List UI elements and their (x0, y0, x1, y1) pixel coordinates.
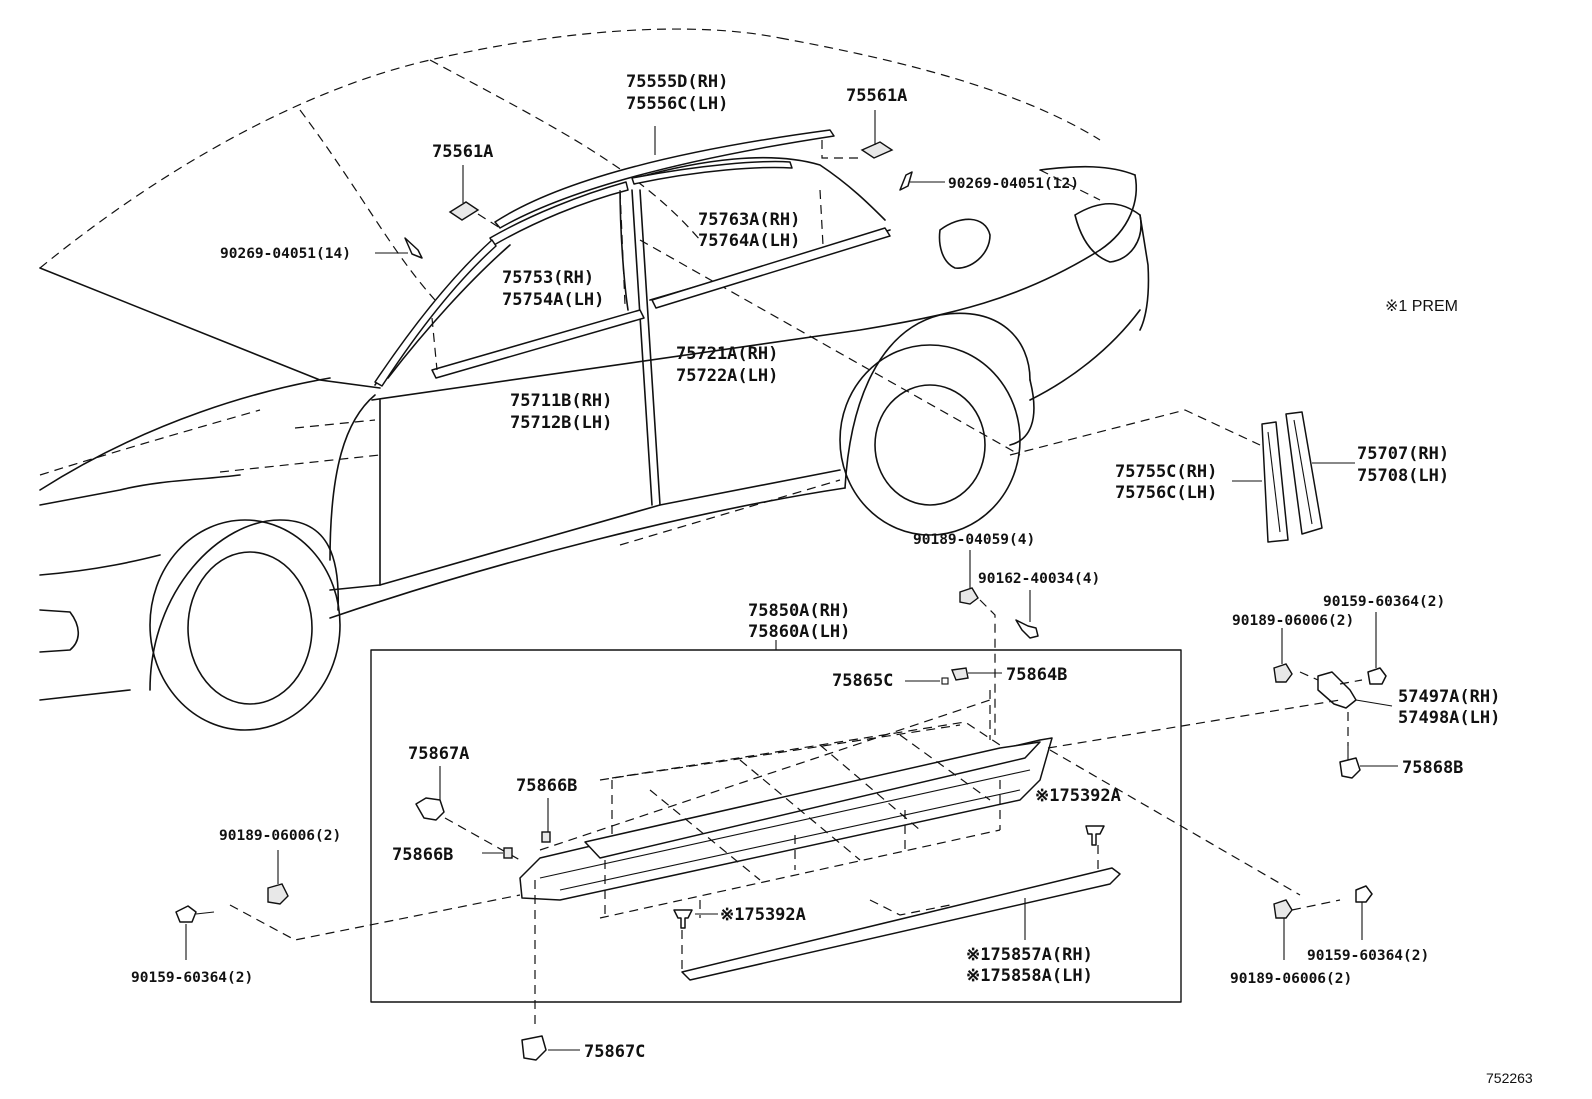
clip-75865c-75864b (905, 667, 1002, 740)
clip-90189-04059 (959, 550, 996, 735)
label-90159-60364-br: 90159-60364(2) (1307, 948, 1429, 964)
pillar-garnish (1232, 411, 1355, 543)
screw-90159-60364-tr (1367, 612, 1387, 685)
label-90189-06006-left: 90189-06006(2) (219, 828, 341, 844)
label-75868b: 75868B (1402, 758, 1463, 778)
clip-90189-06006-left (267, 850, 289, 905)
label-75754a: 75754A(LH) (502, 290, 604, 310)
label-75555d: 75555D(RH) (626, 72, 728, 92)
label-75756c: 75756C(LH) (1115, 483, 1217, 503)
clip-75392a-right (1085, 825, 1105, 846)
belt-moulding-rear (651, 189, 891, 309)
clip-75392a-left (673, 909, 718, 929)
label-75561a-right: 75561A (846, 86, 907, 106)
label-75763a: 75763A(RH) (698, 210, 800, 230)
label-75858a: ※175858A(LH) (966, 966, 1093, 986)
label-75755c: 75755C(RH) (1115, 462, 1217, 482)
label-90162-40034: 90162-40034(4) (978, 571, 1100, 587)
label-57498a: 57498A(LH) (1398, 708, 1500, 728)
clip-75561a-left (448, 165, 501, 229)
screw-90162-40034 (1015, 590, 1039, 639)
label-75708: 75708(LH) (1357, 466, 1449, 486)
label-75722a: 75722A(LH) (676, 366, 778, 386)
label-90189-04059: 90189-04059(4) (913, 532, 1035, 548)
screw-90159-60364-left (175, 894, 521, 960)
label-75556c: 75556C(LH) (626, 94, 728, 114)
clip-75561a-right (821, 110, 894, 159)
rocker-panel (519, 699, 1053, 919)
figure-id: 752263 (1486, 1070, 1533, 1086)
labels: 75555D(RH) 75556C(LH) 75561A 75561A 9026… (131, 72, 1533, 1086)
label-75857a: ※175857A(RH) (966, 945, 1093, 965)
label-90159-60364-left: 90159-60364(2) (131, 970, 253, 986)
label-75867a: 75867A (408, 744, 469, 764)
car-body-outline (39, 28, 1261, 731)
label-75712b: 75712B(LH) (510, 413, 612, 433)
label-90189-06006-br: 90189-06006(2) (1230, 971, 1352, 987)
clip-75868b (1339, 712, 1398, 779)
label-75865c: 75865C (832, 671, 893, 691)
label-75867c: 75867C (584, 1042, 645, 1062)
label-90159-60364-tr: 90159-60364(2) (1323, 594, 1445, 610)
clip-75866b (482, 798, 551, 859)
screw-90269-left (375, 237, 423, 259)
label-75864b: 75864B (1006, 665, 1067, 685)
bracket-57497a (1047, 671, 1393, 749)
label-75392a-right: ※175392A (1035, 786, 1121, 806)
label-90269-14: 90269-04051(14) (220, 246, 351, 262)
label-75866b-top: 75866B (516, 776, 577, 796)
label-75860a: 75860A(LH) (748, 622, 850, 642)
clip-75867a (415, 766, 521, 861)
window-frame-moulding-front (374, 181, 629, 387)
screw-90159-60364-br (1049, 749, 1373, 940)
label-75707: 75707(RH) (1357, 444, 1449, 464)
roof-drip-moulding (494, 126, 835, 229)
label-75711b: 75711B(RH) (510, 391, 612, 411)
label-75753: 75753(RH) (502, 268, 594, 288)
clip-75867c (521, 880, 580, 1061)
label-90269-12: 90269-04051(12) (948, 176, 1079, 192)
label-75561a-left: 75561A (432, 142, 493, 162)
label-75721a: 75721A(RH) (676, 344, 778, 364)
label-75850a: 75850A(RH) (748, 601, 850, 621)
label-90189-06006-tr: 90189-06006(2) (1232, 613, 1354, 629)
label-75866b-left: 75866B (392, 845, 453, 865)
clip-90189-06006-br (1273, 899, 1341, 960)
clip-90189-06006-tr (1273, 628, 1293, 683)
label-57497a: 57497A(RH) (1398, 687, 1500, 707)
belt-moulding-front (431, 189, 645, 379)
screw-90269-right (899, 171, 945, 191)
label-75764a: 75764A(LH) (698, 231, 800, 251)
note-prem: ※1 PREM (1385, 298, 1458, 315)
label-75392a-left: ※175392A (720, 905, 806, 925)
rocker-lower-moulding (681, 845, 1121, 981)
